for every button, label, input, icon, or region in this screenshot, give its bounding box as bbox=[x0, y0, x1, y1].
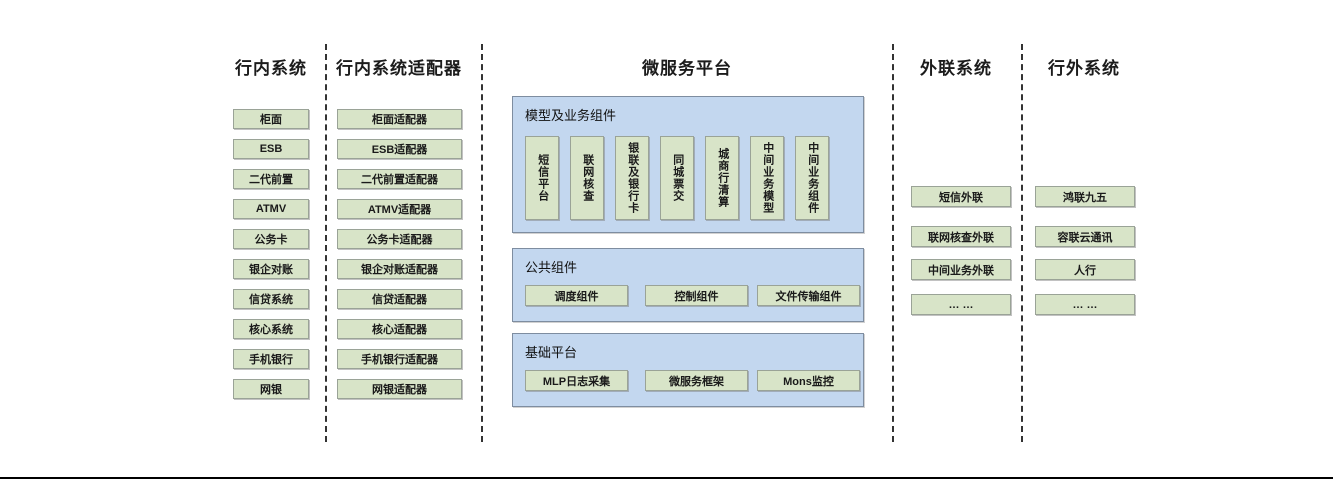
list-item[interactable]: 核心适配器 bbox=[337, 319, 462, 339]
list-item[interactable]: 容联云通讯 bbox=[1035, 226, 1135, 247]
list-item[interactable]: 鸿联九五 bbox=[1035, 186, 1135, 207]
column-title-microservice-platform: 微服务平台 bbox=[642, 59, 732, 78]
list-item[interactable]: 调度组件 bbox=[525, 285, 628, 306]
list-item[interactable]: 二代前置 bbox=[233, 169, 309, 189]
list-item[interactable]: ESB适配器 bbox=[337, 139, 462, 159]
column-divider-3 bbox=[892, 44, 894, 442]
list-item[interactable]: 信贷适配器 bbox=[337, 289, 462, 309]
list-item[interactable]: 公务卡 bbox=[233, 229, 309, 249]
list-item[interactable]: 短信外联 bbox=[911, 186, 1011, 207]
list-item[interactable]: … … bbox=[911, 294, 1011, 315]
column-divider-2 bbox=[481, 44, 483, 442]
list-item[interactable]: 控制组件 bbox=[645, 285, 748, 306]
list-item[interactable]: 文件传输组件 bbox=[757, 285, 860, 306]
list-item[interactable]: 人行 bbox=[1035, 259, 1135, 280]
list-item[interactable]: 公务卡适配器 bbox=[337, 229, 462, 249]
list-item[interactable]: ATMV bbox=[233, 199, 309, 219]
column-title-internal-systems: 行内系统 bbox=[235, 59, 307, 78]
column-divider-1 bbox=[325, 44, 327, 442]
list-item[interactable]: 二代前置适配器 bbox=[337, 169, 462, 189]
list-item[interactable]: 中间业务外联 bbox=[911, 259, 1011, 280]
list-item[interactable]: ESB bbox=[233, 139, 309, 159]
group-label: 模型及业务组件 bbox=[525, 108, 617, 123]
list-item[interactable]: 中间业务组件 bbox=[795, 136, 829, 220]
list-item[interactable]: 柜面适配器 bbox=[337, 109, 462, 129]
list-item[interactable]: 网银 bbox=[233, 379, 309, 399]
list-item[interactable]: 银联及银行卡 bbox=[615, 136, 649, 220]
column-title-internal-adapters: 行内系统适配器 bbox=[336, 59, 462, 78]
list-item[interactable]: 手机银行适配器 bbox=[337, 349, 462, 369]
list-item[interactable]: 信贷系统 bbox=[233, 289, 309, 309]
list-item[interactable]: 微服务框架 bbox=[645, 370, 748, 391]
list-item[interactable]: 柜面 bbox=[233, 109, 309, 129]
list-item[interactable]: 城商行清算 bbox=[705, 136, 739, 220]
group-label: 基础平台 bbox=[525, 345, 578, 360]
list-item[interactable]: 同城票交 bbox=[660, 136, 694, 220]
list-item[interactable]: Mons监控 bbox=[757, 370, 860, 391]
list-item[interactable]: 网银适配器 bbox=[337, 379, 462, 399]
list-item[interactable]: 中间业务模型 bbox=[750, 136, 784, 220]
page-bottom-rule bbox=[0, 477, 1333, 479]
column-divider-4 bbox=[1021, 44, 1023, 442]
column-title-external-link-systems: 外联系统 bbox=[920, 59, 992, 78]
list-item[interactable]: ATMV适配器 bbox=[337, 199, 462, 219]
column-title-outside-bank-systems: 行外系统 bbox=[1048, 59, 1120, 78]
list-item[interactable]: 银企对账 bbox=[233, 259, 309, 279]
list-item[interactable]: 核心系统 bbox=[233, 319, 309, 339]
list-item[interactable]: 银企对账适配器 bbox=[337, 259, 462, 279]
list-item[interactable]: MLP日志采集 bbox=[525, 370, 628, 391]
list-item[interactable]: 联网核查 bbox=[570, 136, 604, 220]
list-item[interactable]: 联网核查外联 bbox=[911, 226, 1011, 247]
list-item[interactable]: … … bbox=[1035, 294, 1135, 315]
group-label: 公共组件 bbox=[525, 260, 578, 275]
list-item[interactable]: 手机银行 bbox=[233, 349, 309, 369]
list-item[interactable]: 短信平台 bbox=[525, 136, 559, 220]
